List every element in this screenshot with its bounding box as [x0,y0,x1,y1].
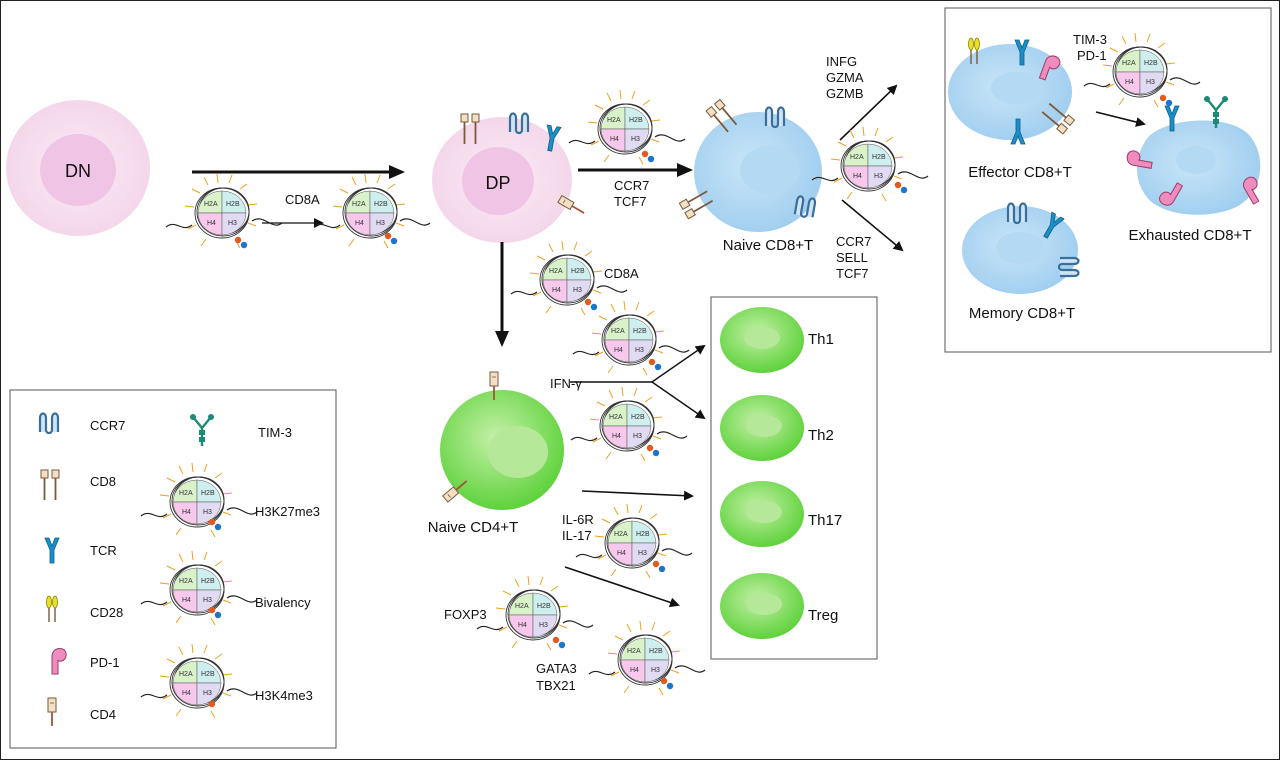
th-subset-box [710,296,878,660]
gene-gata3: GATA3 [536,661,577,676]
treg-label: Treg [808,607,838,624]
legend-h3k27me3: H3K27me3 [255,504,320,519]
gene-infg: INFG [826,54,857,69]
gene-cd8a-cd4: CD8A [604,266,639,281]
th2-label: Th2 [808,427,834,444]
naive-cd8-label: Naive CD8+T [723,237,813,254]
gene-tcf7-mem: TCF7 [836,266,869,281]
gene-gzmb: GZMB [826,86,864,101]
gene-il17: IL-17 [562,528,592,543]
effector-cd8-label: Effector CD8+T [968,164,1072,181]
gene-ccr7: CCR7 [614,178,649,193]
gene-tbx21: TBX21 [536,678,576,693]
legend: CCR7 CD8 TCR CD28 PD-1 CD4 TIM-3 H3K27me… [9,389,337,749]
legend-bivalency: Bivalency [255,595,311,610]
gene-tcf7: TCF7 [614,194,647,209]
gene-foxp3: FOXP3 [444,607,487,622]
exhausted-cd8-label: Exhausted CD8+T [1129,227,1252,244]
th17-cell [720,481,804,547]
gene-sell: SELL [836,250,868,265]
gene-gzma: GZMA [826,70,864,85]
treg-cell [720,573,804,639]
legend-ccr7: CCR7 [90,418,125,433]
dp-cell: DP [432,112,588,243]
dp-label: DP [485,173,510,193]
gene-labels: CD8A CCR7 TCF7 INFG GZMA GZMB CCR7 SELL … [285,32,1107,693]
gene-ccr7-mem: CCR7 [836,234,871,249]
gene-tim3: TIM-3 [1073,32,1107,47]
arrows [192,84,1146,608]
naive-cd4-cell [440,371,564,510]
naive-cd8-cell [678,98,822,232]
memory-cd8-label: Memory CD8+T [969,305,1075,322]
naive-cd4-label: Naive CD4+T [428,519,518,536]
legend-cd4: CD4 [90,707,116,722]
gene-pd1: PD-1 [1077,48,1107,63]
legend-tcr: TCR [90,543,117,558]
gene-cd8a: CD8A [285,192,320,207]
th2-cell [720,395,804,461]
gene-il6r: IL-6R [562,512,594,527]
th1-label: Th1 [808,331,834,348]
gene-ifng: IFN-γ [550,376,582,391]
legend-cd8: CD8 [90,474,116,489]
exhausted-cd8-cell [1125,94,1267,215]
cd8-fate-box [944,7,1272,353]
th1-cell [720,307,804,373]
legend-tim3: TIM-3 [258,425,292,440]
dn-label: DN [65,161,91,181]
effector-cd8-cell [948,37,1076,145]
legend-h3k4me3: H3K4me3 [255,688,313,703]
legend-cd28: CD28 [90,605,123,620]
memory-cd8-cell [962,202,1080,294]
th17-label: Th17 [808,512,842,529]
legend-pd1: PD-1 [90,655,120,670]
dn-cell: DN [6,100,150,236]
